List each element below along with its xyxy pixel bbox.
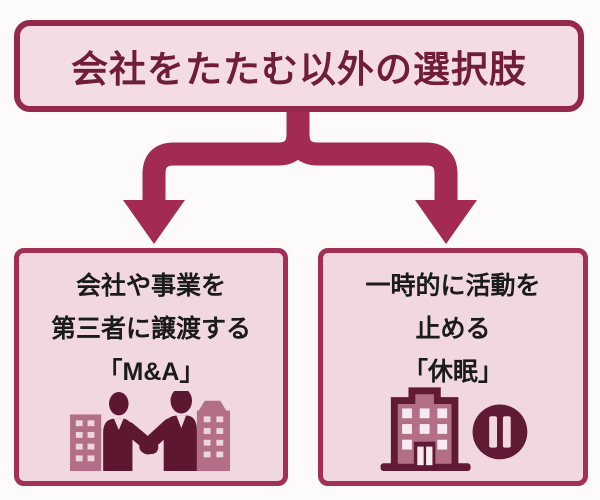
option-text-dormancy: 一時的に活動を 止める 「休眠」 <box>323 265 583 394</box>
arrowhead-left-icon <box>123 200 185 244</box>
option-icon-wrap <box>19 391 283 473</box>
option-text-line: 一時的に活動を <box>365 272 541 300</box>
option-card-ma: 会社や事業を 第三者に譲渡する 「M&A」 <box>14 248 288 486</box>
option-text-line: 第三者に譲渡する <box>50 315 251 343</box>
title-banner: 会社をたたむ以外の選択肢 <box>14 20 584 112</box>
arrowhead-right-icon <box>415 200 477 244</box>
option-text-ma: 会社や事業を 第三者に譲渡する 「M&A」 <box>19 265 283 394</box>
branch-left-line <box>142 112 310 204</box>
option-text-line: 会社や事業を <box>75 272 226 300</box>
diagram-title: 会社をたたむ以外の選択肢 <box>71 49 527 90</box>
handshake-merger-icon <box>69 391 231 472</box>
option-text-line: 止める <box>415 315 491 343</box>
option-icon-wrap <box>323 383 583 473</box>
branch-right-line <box>286 112 458 204</box>
option-text-line: 「休眠」 <box>402 358 503 386</box>
branch-arrows <box>123 112 477 244</box>
option-card-dormancy: 一時的に活動を 止める 「休眠」 <box>318 248 588 486</box>
option-text-line: 「M&A」 <box>97 358 205 386</box>
building-pause-icon <box>380 387 528 472</box>
